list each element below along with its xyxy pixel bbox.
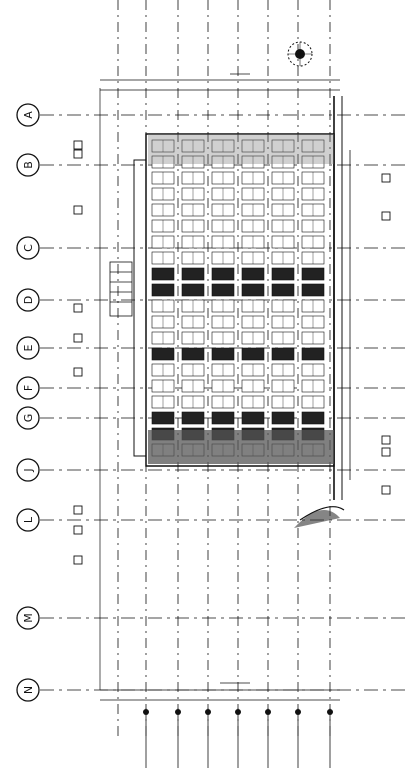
grid-label: A [22, 111, 35, 119]
window [151, 283, 175, 297]
grid-label: L [22, 516, 35, 523]
callout-tag [73, 505, 83, 515]
dimension-lines [99, 73, 340, 701]
window [301, 267, 325, 281]
callout-tag [73, 367, 83, 377]
window [301, 347, 325, 361]
grid-label: J [22, 468, 35, 472]
horizontal-grid-lines [40, 114, 410, 691]
callout-tag [73, 333, 83, 343]
grid-bubble-e: E [16, 336, 40, 360]
window [181, 347, 205, 361]
window [241, 267, 265, 281]
callout-tag [381, 173, 391, 183]
grid-bubble-f: F [16, 376, 40, 400]
window [301, 411, 325, 425]
level-markers [143, 708, 333, 768]
callout-tag [73, 525, 83, 535]
grid-bubble-c: C [16, 236, 40, 260]
callout-tag [381, 485, 391, 495]
window [181, 283, 205, 297]
level-marker-dot [175, 709, 181, 715]
grid-bubble-j: J [16, 458, 40, 482]
window [151, 267, 175, 281]
callout-tags [73, 140, 391, 565]
canopy-curve [299, 506, 345, 521]
grid-label: B [22, 161, 35, 169]
tree-symbol [287, 41, 313, 67]
grid-label: C [22, 244, 35, 252]
window [151, 411, 175, 425]
window [211, 267, 235, 281]
window [211, 347, 235, 361]
grid-bubbles: A B C D E F G J L M N [16, 103, 40, 702]
grid-label: M [22, 613, 35, 623]
grid-bubble-l: L [16, 508, 40, 532]
callout-tag [73, 205, 83, 215]
hatched-band [148, 134, 334, 464]
callout-tag [73, 140, 83, 150]
window-grid [151, 139, 325, 457]
callout-tag [381, 211, 391, 221]
window [271, 267, 295, 281]
grid-bubble-d: D [16, 288, 40, 312]
level-marker-dot [235, 709, 241, 715]
level-marker-dot [265, 709, 271, 715]
grid-bubble-g: G [16, 406, 40, 430]
window [241, 347, 265, 361]
callout-tag [381, 447, 391, 457]
level-marker-dot [143, 709, 149, 715]
grid-label: E [22, 344, 35, 351]
window [301, 283, 325, 297]
grid-label: G [22, 414, 35, 423]
window [211, 283, 235, 297]
callout-tag [381, 435, 391, 445]
callout-tag [73, 303, 83, 313]
grid-bubble-n: N [16, 678, 40, 702]
level-marker-dot [205, 709, 211, 715]
window [271, 347, 295, 361]
grid-bubble-b: B [16, 153, 40, 177]
grid-bubble-a: A [16, 103, 40, 127]
callout-tag [73, 555, 83, 565]
grid-bubble-m: M [16, 606, 40, 630]
window [151, 347, 175, 361]
window [271, 411, 295, 425]
window [181, 267, 205, 281]
callout-tag [73, 149, 83, 159]
grid-label: F [22, 385, 35, 391]
level-marker-dot [295, 709, 301, 715]
window [241, 283, 265, 297]
entrance-stair [109, 261, 133, 317]
vertical-grid-lines [117, 0, 331, 740]
window [181, 411, 205, 425]
window [241, 411, 265, 425]
level-marker-dot [327, 709, 333, 715]
grid-label: N [22, 686, 35, 694]
grid-label: D [22, 296, 35, 304]
window [211, 411, 235, 425]
window [271, 283, 295, 297]
